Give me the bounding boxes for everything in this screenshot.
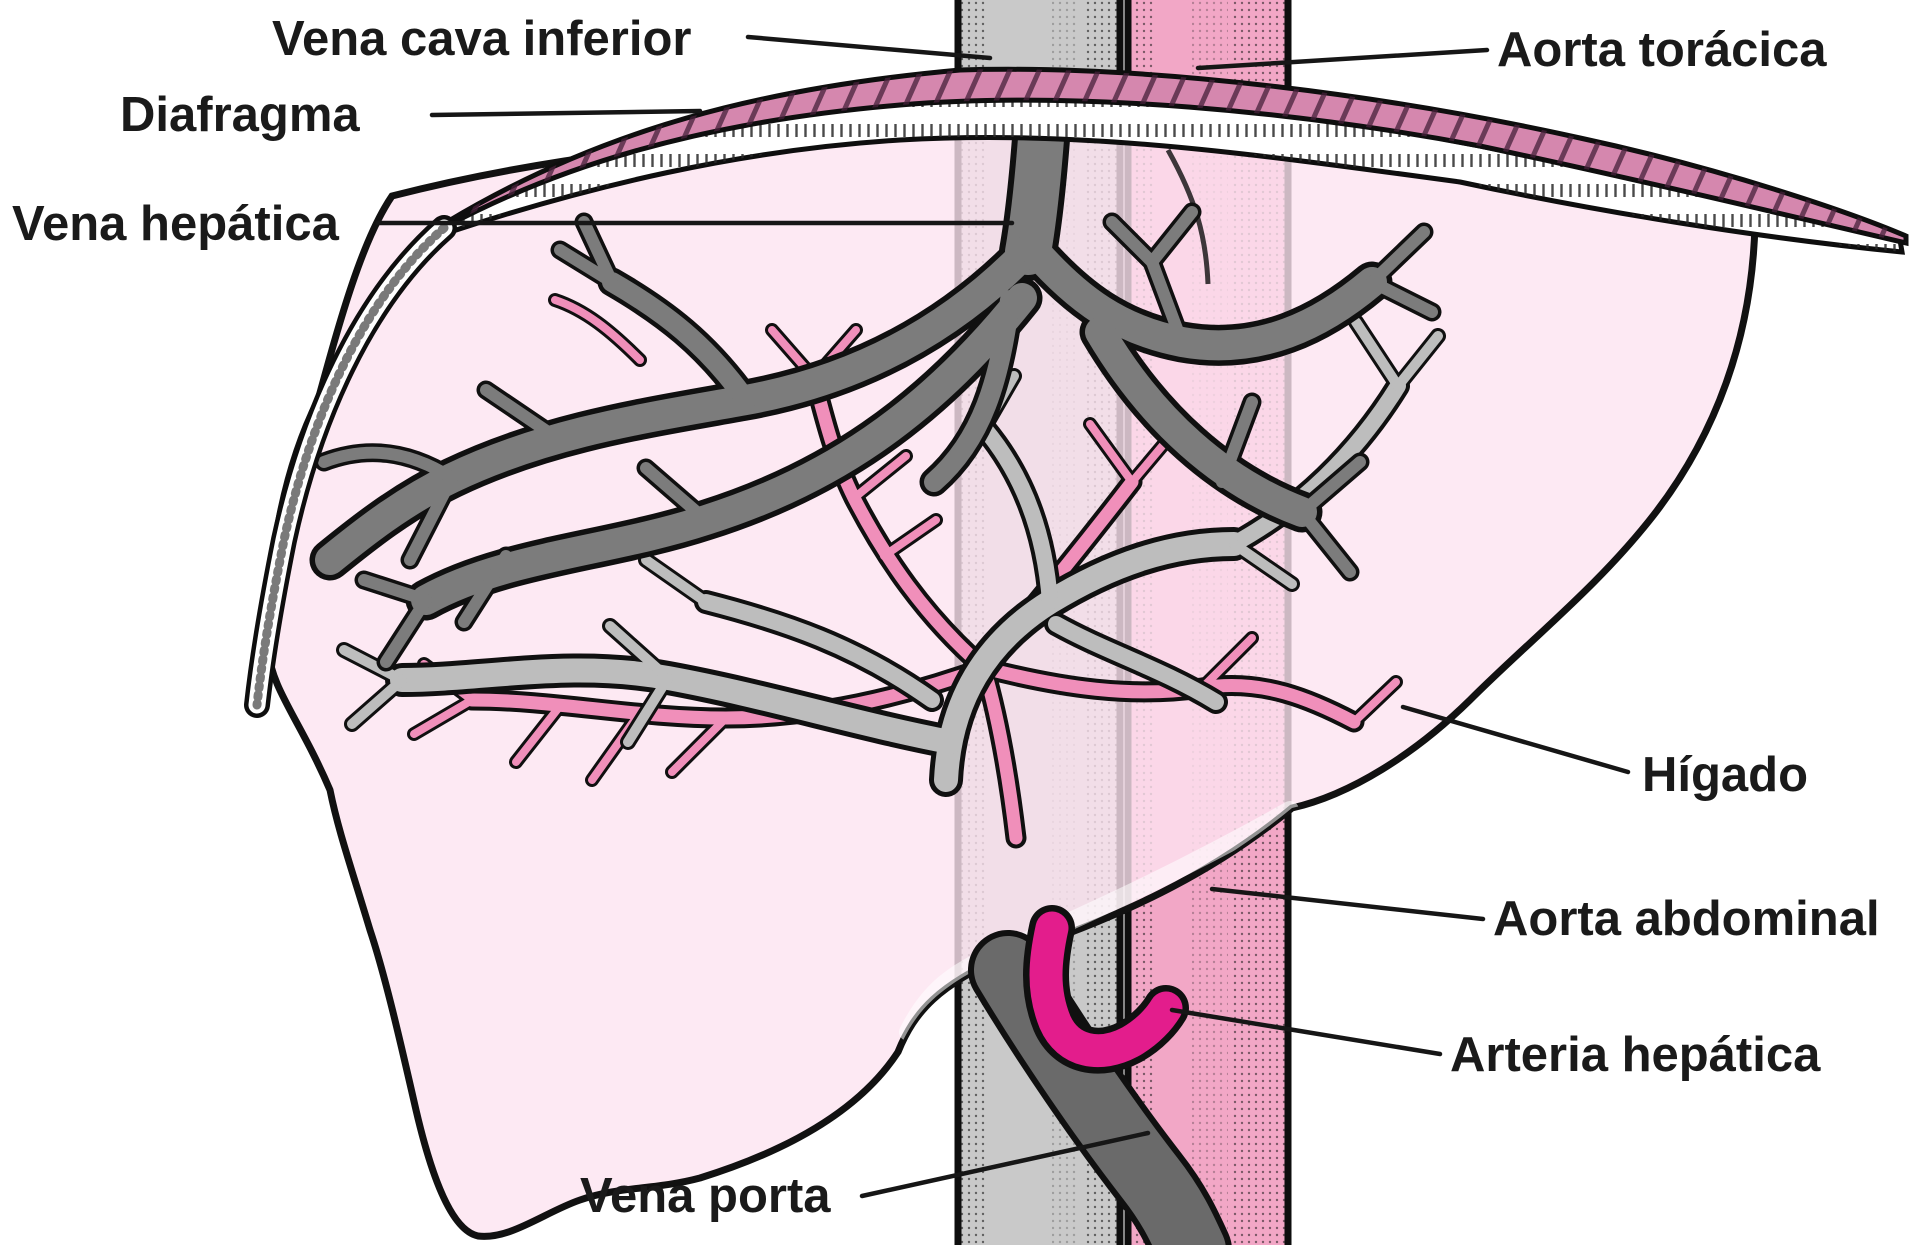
diaphragm-hatching — [447, 69, 1906, 243]
subphrenic-band-left — [244, 215, 457, 718]
label-vena-porta: Vena porta — [580, 1169, 831, 1223]
subphrenic-band-stipple — [252, 223, 449, 710]
leader-vena-porta — [859, 1130, 1151, 1199]
label-aorta-abdominal: Aorta abdominal — [1493, 892, 1880, 946]
leader-aorta-toracica — [1195, 47, 1490, 71]
annotation-vena-porta: Vena porta — [580, 1130, 1151, 1223]
label-diafragma: Diafragma — [120, 88, 360, 142]
annotation-diafragma: Diafragma — [120, 88, 703, 142]
leader-vena-cava-inferior — [745, 34, 993, 61]
label-aorta-toracica: Aorta torácica — [1497, 23, 1827, 77]
label-arteria-hepatica: Arteria hepática — [1450, 1028, 1821, 1082]
annotations: Vena cava inferior Aorta torácica Diafra… — [12, 12, 1880, 1223]
annotation-arteria-hepatica: Arteria hepática — [1169, 1007, 1821, 1082]
leader-higado — [1400, 704, 1631, 775]
label-vena-hepatica: Vena hepática — [12, 197, 340, 251]
leader-diafragma — [429, 108, 703, 118]
arteria-hepatica-vessel — [1029, 911, 1183, 1068]
leader-arteria-hepatica — [1169, 1007, 1443, 1057]
label-vena-cava-inferior: Vena cava inferior — [272, 12, 691, 66]
annotation-vena-hepatica: Vena hepática — [12, 197, 1015, 251]
leader-aorta-abdominal — [1209, 886, 1486, 922]
diaphragm-white-band-stipple — [447, 98, 1902, 253]
label-higado: Hígado — [1642, 748, 1808, 802]
diaphragm — [244, 66, 1909, 718]
extrahepatic-vessels — [968, 905, 1232, 1245]
annotation-aorta-abdominal: Aorta abdominal — [1209, 886, 1880, 946]
annotation-aorta-toracica: Aorta torácica — [1195, 23, 1827, 77]
annotation-vena-cava-inferior: Vena cava inferior — [272, 12, 993, 66]
annotation-higado: Hígado — [1400, 704, 1808, 802]
